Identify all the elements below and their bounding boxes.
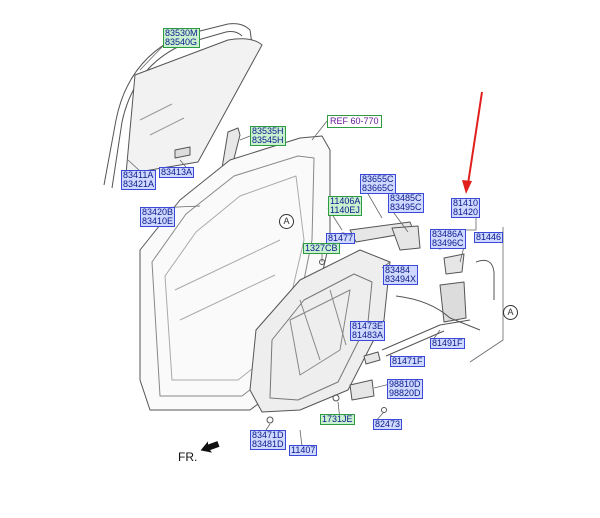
pointer-arrow-icon [462,91,483,194]
part-label-81491f: 81491F [430,338,465,349]
part-label-1731je: 1731JE [320,414,355,425]
part-label-81471f: 81471F [390,356,425,367]
front-direction-label: FR. [178,450,198,464]
part-label-1327cb: 1327CB [303,243,340,254]
door-glass [125,38,263,175]
part-label-82473: 82473 [373,419,403,430]
part-label-81477: 81477 [326,233,356,244]
part-label-81446: 81446 [474,232,504,243]
callout-a-right: A [503,305,518,320]
door-latch [439,281,467,323]
part-label-83413a: 83413A [159,167,195,178]
part-label-11407: 11407 [289,445,318,456]
lock-cable [395,295,481,331]
callout-a-left: A [279,214,294,229]
front-arrow-icon [200,441,220,453]
ref-label[interactable]: REF 60-770 [327,115,382,128]
